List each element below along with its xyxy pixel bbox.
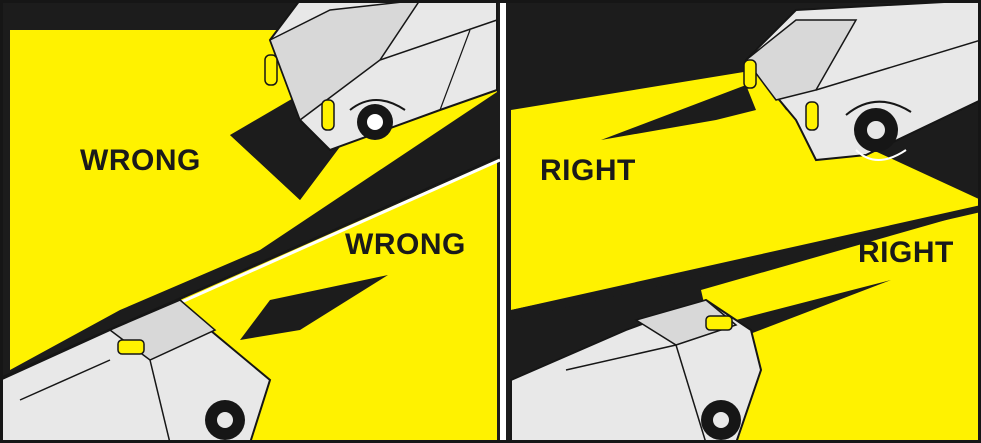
wrong-bottom-label: WRONG xyxy=(345,228,466,262)
right-top-label: RIGHT xyxy=(540,154,636,188)
right-panel xyxy=(506,0,981,443)
wrong-panel xyxy=(0,0,500,443)
right-bottom-label: RIGHT xyxy=(858,236,954,270)
wrong-top-label: WRONG xyxy=(80,144,201,178)
